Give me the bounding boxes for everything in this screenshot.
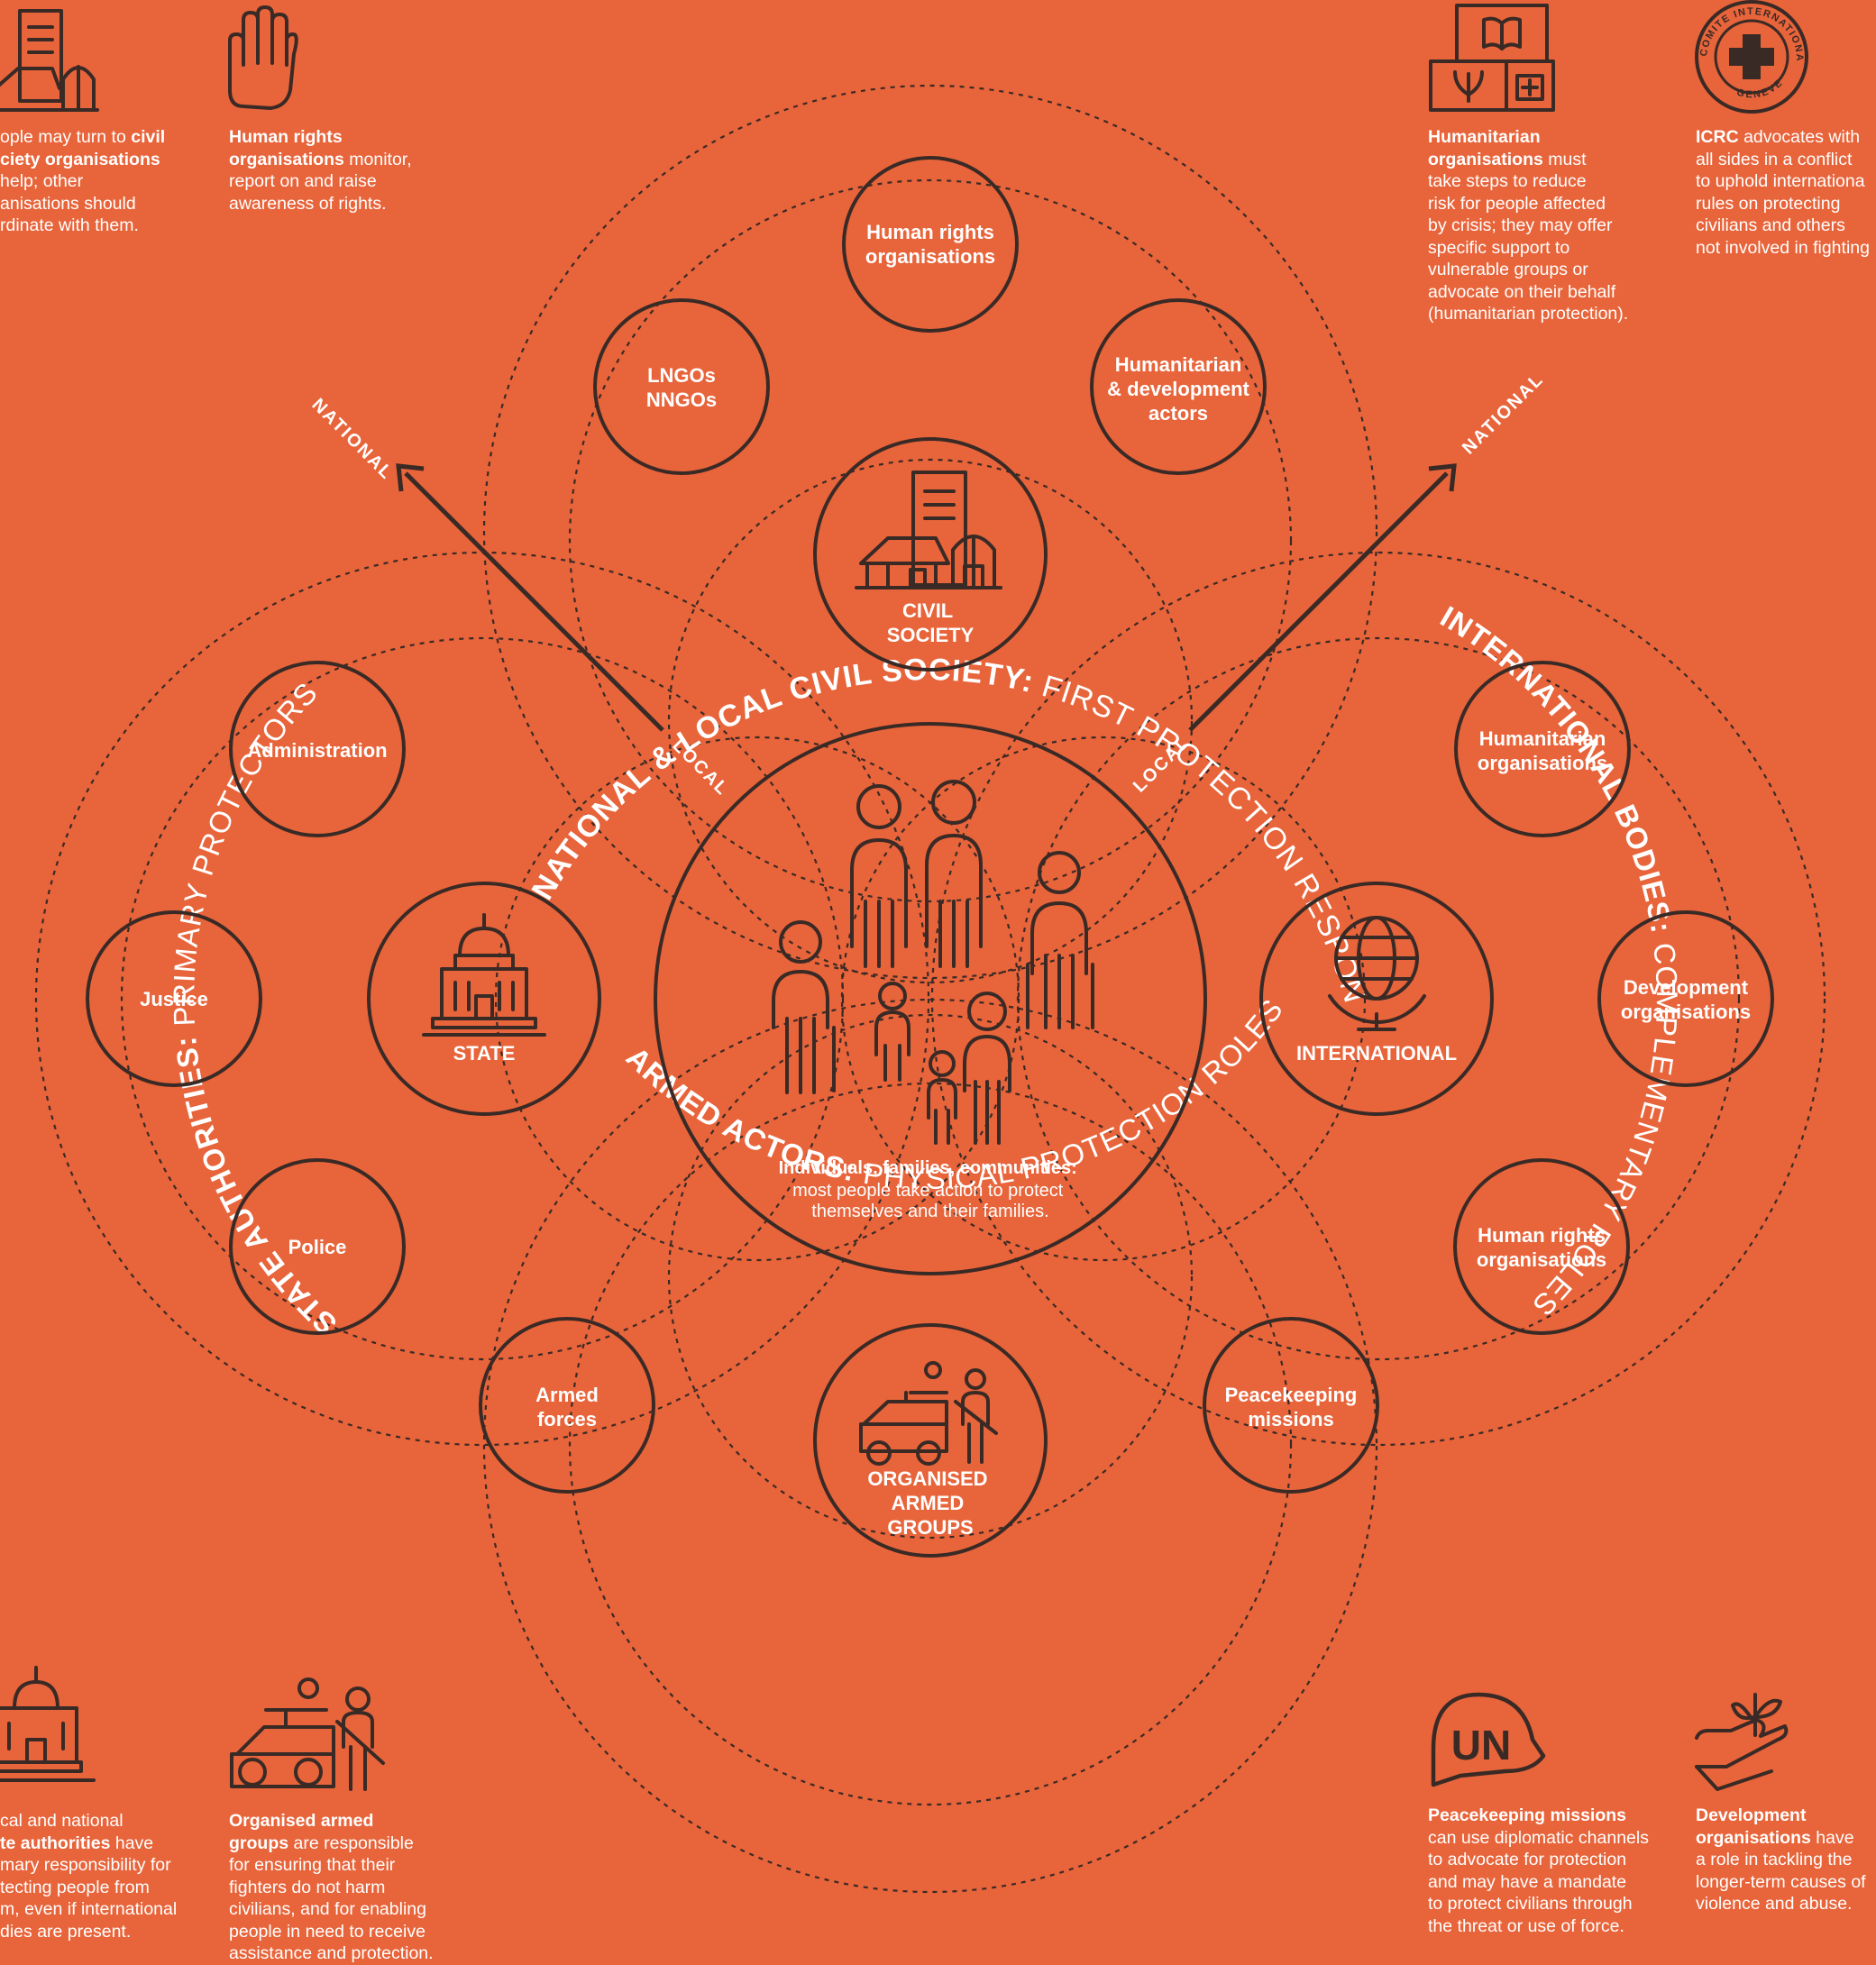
hub-label-civil-society: CIVIL SOCIETY — [887, 599, 975, 646]
svg-text:Administration: Administration — [247, 739, 387, 762]
cluster-outlines — [34, 84, 1826, 1894]
note-organised-armed-groups: Organised armed groups are responsible f… — [229, 1811, 434, 1963]
hub-label-international: INTERNATIONAL — [1296, 1042, 1457, 1065]
hub-label-state: STATE — [453, 1042, 516, 1065]
node-justice: Justice — [86, 910, 262, 1087]
hub-civil-society: CIVIL SOCIETY — [813, 437, 1048, 672]
center-community-circle: Individuals, families, communities: most… — [654, 722, 1207, 1275]
arc-heading-international-bodies: INTERNATIONAL BODIES: COMPLEMENTARY ROLE… — [1435, 599, 1684, 1323]
svg-text:Police: Police — [288, 1236, 347, 1258]
svg-text:Justice: Justice — [140, 988, 208, 1010]
civil-society-buildings-icon — [855, 471, 1002, 590]
armed-group-vehicle-icon — [859, 1361, 998, 1466]
state-capitol-icon — [422, 913, 546, 1037]
note-development: Development organisations have a role in… — [1696, 1805, 1866, 1914]
svg-text:UN: UN — [1451, 1722, 1511, 1768]
svg-text:GENEVE: GENEVE — [1735, 77, 1786, 100]
node-administration: Administration — [229, 661, 406, 837]
armed-group-vehicle-icon — [230, 1677, 385, 1791]
axis-label-national-right: NATIONAL — [1459, 370, 1548, 459]
note-peacekeeping: Peacekeeping missions can use diplomatic… — [1428, 1805, 1649, 1936]
note-humanitarian: Humanitarian organisations must take ste… — [1428, 127, 1629, 324]
note-civil-society: ople may turn to civil ciety organisatio… — [0, 127, 166, 235]
state-capitol-icon — [0, 1666, 96, 1782]
note-human-rights: Human rights organisations monitor, repo… — [229, 127, 412, 214]
note-icrc: ICRC advocates with all sides in a confl… — [1696, 127, 1870, 258]
center-caption: Individuals, families, communities: most… — [779, 1158, 1083, 1221]
family-group-icon — [772, 780, 1094, 1145]
hub-organised-armed-groups: ORGANISED ARMED GROUPS — [813, 1323, 1048, 1558]
raised-hand-icon — [228, 5, 298, 110]
hub-state: STATE — [367, 882, 601, 1116]
hub-label-armed-groups: ORGANISED ARMED GROUPS — [867, 1467, 993, 1539]
note-state-authorities: cal and national te authorities have mar… — [0, 1811, 178, 1942]
globe-icon — [1328, 916, 1426, 1031]
axis-label-national-left: NATIONAL — [307, 395, 397, 484]
humanitarian-supply-boxes-icon — [1429, 4, 1555, 112]
plant-in-hand-icon — [1695, 1693, 1789, 1791]
civil-society-buildings-icon — [0, 9, 99, 112]
hub-international: INTERNATIONAL — [1259, 882, 1494, 1116]
node-police: Police — [229, 1158, 406, 1335]
un-helmet-icon: UN — [1431, 1692, 1546, 1787]
